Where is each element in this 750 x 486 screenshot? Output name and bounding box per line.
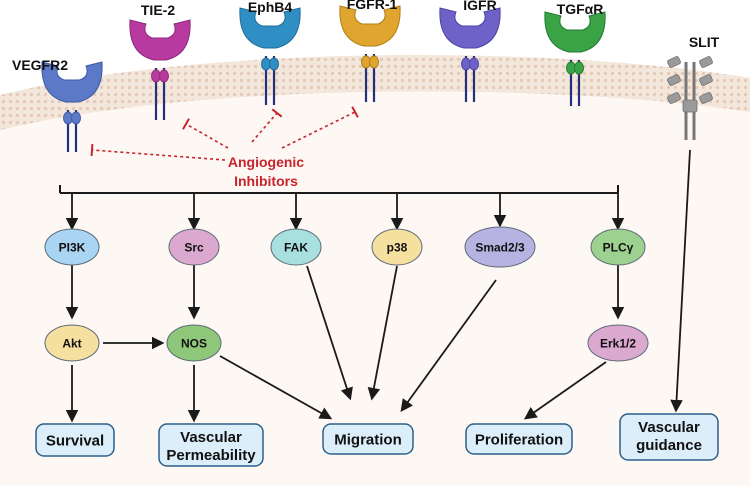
receptor-tie2: TIE-2 [129, 2, 191, 120]
node-label: Smad2/3 [475, 241, 525, 255]
node-fak: FAK [270, 228, 322, 266]
inhibitor-label-line2: Inhibitors [234, 173, 298, 189]
node-label: PI3K [59, 241, 86, 255]
receptor-label: TGFαR [557, 1, 604, 17]
node-label: Erk1/2 [600, 337, 636, 351]
receptor-label: TIE-2 [141, 2, 175, 18]
node-plc: PLCγ [590, 228, 646, 266]
pathway-arrow [670, 149, 691, 413]
inhibition-line [251, 112, 278, 143]
outcome-label: Proliferation [475, 432, 563, 449]
receptor-label: IGFR [463, 0, 496, 13]
outcome-label: Vascular [638, 419, 700, 436]
receptor-label: FGFR-1 [347, 0, 398, 12]
inhibition-line [281, 111, 356, 149]
outcome-proliferation: Proliferation [465, 423, 573, 455]
receptor-fgfr1: FGFR-1 [339, 0, 401, 102]
pathway-arrow [219, 355, 333, 420]
pathway-arrow [523, 361, 607, 420]
inhibition-lines [90, 106, 359, 161]
receptor-label: SLIT [689, 34, 720, 50]
node-label: Akt [62, 337, 81, 351]
outcome-survival: Survival [35, 423, 115, 457]
receptor-ephb4: EphB4 [239, 0, 301, 105]
node-src: Src [168, 228, 220, 266]
receptor-slit: SLIT [667, 34, 720, 140]
node-label: Src [184, 241, 204, 255]
node-label: p38 [387, 241, 408, 255]
pathway-arrow [367, 265, 398, 401]
node-label: PLCγ [603, 241, 634, 255]
inhibition-line [91, 149, 226, 161]
inhibitor-label-line1: Angiogenic [228, 154, 304, 170]
node-smad: Smad2/3 [464, 226, 536, 268]
outcome-label: Migration [334, 432, 402, 449]
cytoplasm [0, 89, 750, 486]
pathway-arrows [59, 149, 691, 423]
node-erk: Erk1/2 [587, 324, 649, 362]
pathway-arrow [306, 265, 353, 401]
outcome-label: guidance [636, 437, 702, 454]
node-label: FAK [284, 241, 308, 255]
outcome-label: Permeability [166, 447, 256, 464]
outcome-migration: Migration [322, 423, 414, 455]
inhibition-line [185, 123, 229, 149]
node-p38: p38 [371, 228, 423, 266]
receptor-label: EphB4 [248, 0, 293, 15]
receptor-vegfr2: VEGFR2 [12, 57, 103, 152]
node-akt: Akt [44, 324, 100, 362]
receptor-label: VEGFR2 [12, 57, 68, 73]
node-nos: NOS [166, 324, 222, 362]
outcome-label: Vascular [180, 429, 242, 446]
receptor-tgfr: TGFαR [544, 1, 606, 106]
receptor-igfr: IGFR [439, 0, 501, 102]
receptor-layer: VEGFR2 TIE-2 EphB4 FGFR-1 IGFR TGFαR SLIT [12, 0, 720, 152]
node-label: NOS [181, 337, 207, 351]
outcome-label: Survival [46, 433, 104, 450]
node-pi3k: PI3K [44, 228, 100, 266]
membrane-lipids [0, 55, 750, 130]
pathway-arrow [400, 279, 497, 413]
